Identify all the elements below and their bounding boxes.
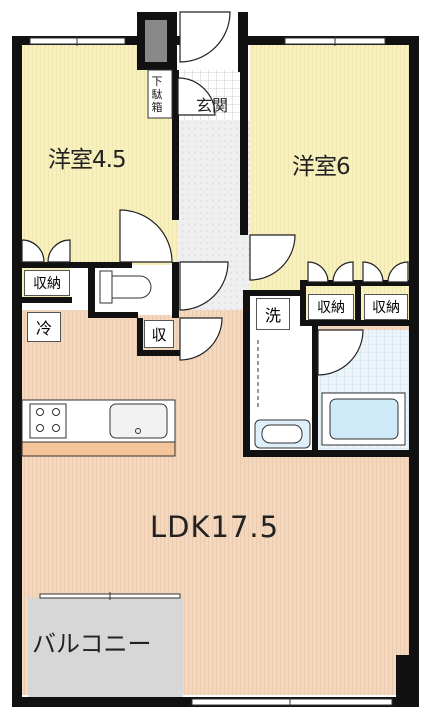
room-label-western-left: 洋室4.5 — [48, 147, 127, 173]
washbasin — [254, 419, 311, 449]
label-shoe-box: 下駄箱 — [151, 75, 163, 114]
room-label-ldk: LDK17.5 — [150, 510, 280, 544]
shoe-box — [147, 69, 173, 119]
room-label-western-right: 洋室6 — [292, 154, 351, 180]
label-washer: 洗 — [256, 298, 290, 330]
label-refrigerator: 冷 — [27, 312, 61, 342]
label-storage-left: 収納 — [24, 270, 70, 296]
bathtub — [321, 392, 406, 446]
toilet-fixture — [99, 270, 152, 304]
door-swings — [21, 11, 409, 376]
label-storage-small: 収 — [144, 320, 174, 348]
room-label-entrance: 玄関 — [196, 96, 229, 115]
label-storage-mid: 収納 — [308, 294, 354, 320]
label-storage-right: 収納 — [364, 294, 408, 320]
windows — [29, 36, 393, 707]
kitchen-counter — [21, 399, 176, 457]
balcony-label: バルコニー — [32, 624, 152, 659]
